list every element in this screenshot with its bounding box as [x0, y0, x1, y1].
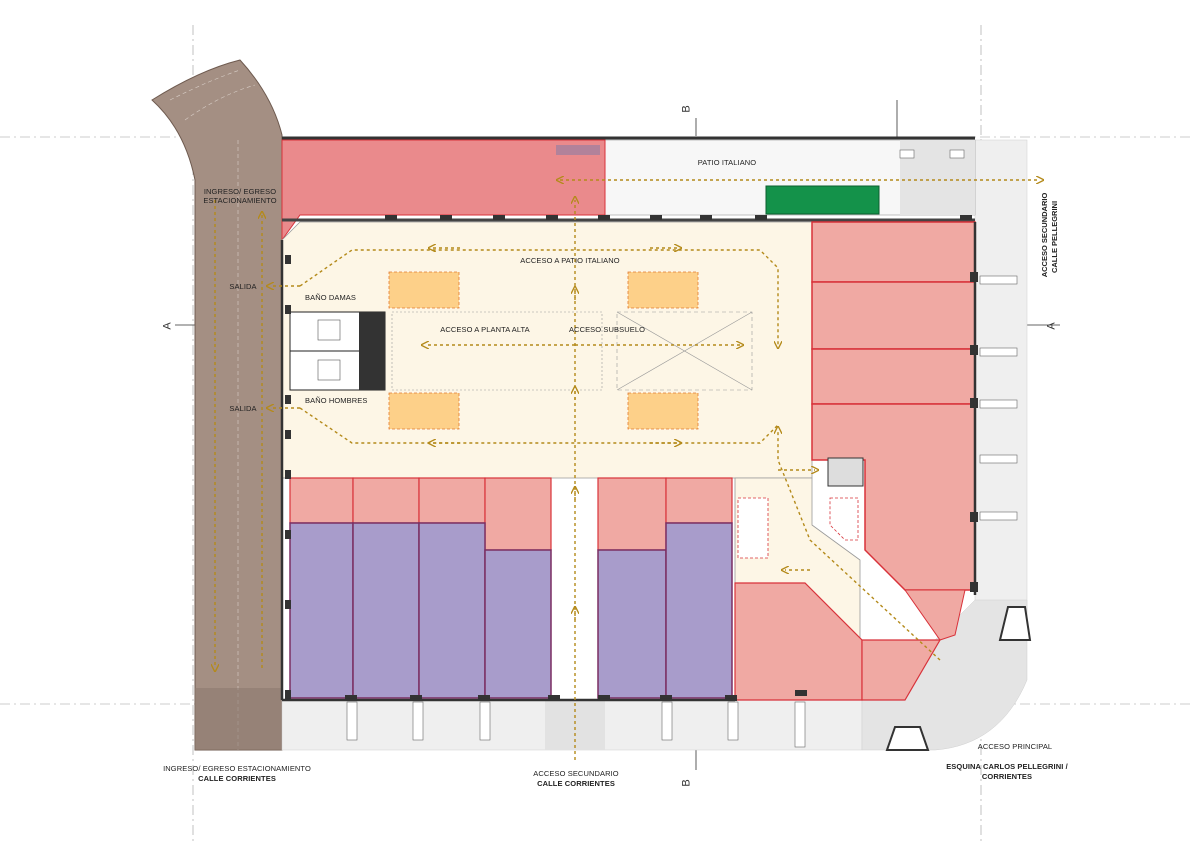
women-restroom-label: BAÑO DAMAS: [305, 293, 357, 302]
secondary-access-label: ACCESO SECUNDARIO: [533, 769, 619, 778]
patio-access-label: ACCESO A PATIO ITALIANO: [520, 256, 620, 265]
pellegrini-access-label-2: CALLE PELLEGRINI: [1050, 200, 1059, 274]
section-b-bottom-mark: B: [680, 779, 693, 787]
corner-planter-1: [998, 606, 1032, 641]
exit-label-1: SALIDA: [229, 282, 257, 291]
parking-entry-label-2: ESTACIONAMIENTO: [203, 196, 277, 205]
sidewalk-right: [974, 139, 1028, 631]
main-access-label: ACCESO PRINCIPAL: [977, 742, 1053, 751]
exit-label-2: SALIDA: [229, 404, 257, 413]
circulation-arrows: [215, 180, 1040, 760]
men-restroom-label: BAÑO HOMBRES: [305, 396, 368, 405]
corner-label-1: ESQUINA CARLOS PELLEGRINI /: [946, 762, 1068, 771]
section-a-right-mark: A: [1045, 322, 1058, 330]
upper-floor-access-label: ACCESO A PLANTA ALTA: [440, 325, 530, 334]
bottom-shops: [289, 477, 733, 699]
parking-ramp: [151, 59, 283, 751]
corrientes-street-label-2: CALLE CORRIENTES: [537, 779, 615, 788]
section-a-left-mark: A: [161, 322, 174, 330]
corner-label-2: CORRIENTES: [981, 772, 1033, 781]
corrientes-street-label-1: CALLE CORRIENTES: [198, 774, 276, 783]
stair-void: [391, 311, 753, 391]
parking-entry-bottom-label: INGRESO/ EGRESO ESTACIONAMIENTO: [163, 764, 311, 773]
corner-planter-2: [885, 726, 930, 751]
parking-entry-label-1: INGRESO/ EGRESO: [203, 187, 277, 196]
pellegrini-access-label-1: ACCESO SECUNDARIO: [1040, 192, 1049, 278]
patio-dining-area: [281, 139, 606, 242]
right-shops: [734, 221, 976, 701]
basement-access-label: ACCESO SUBSUELO: [568, 325, 646, 334]
orange-blocks: [388, 271, 699, 430]
patio-italiano-label: PATIO ITALIANO: [697, 158, 757, 167]
outer-walls: [280, 222, 977, 702]
section-b-top-mark: B: [680, 105, 693, 113]
bathroom-block: [289, 311, 386, 391]
planters: [346, 149, 1018, 748]
green-planter: [765, 185, 880, 215]
